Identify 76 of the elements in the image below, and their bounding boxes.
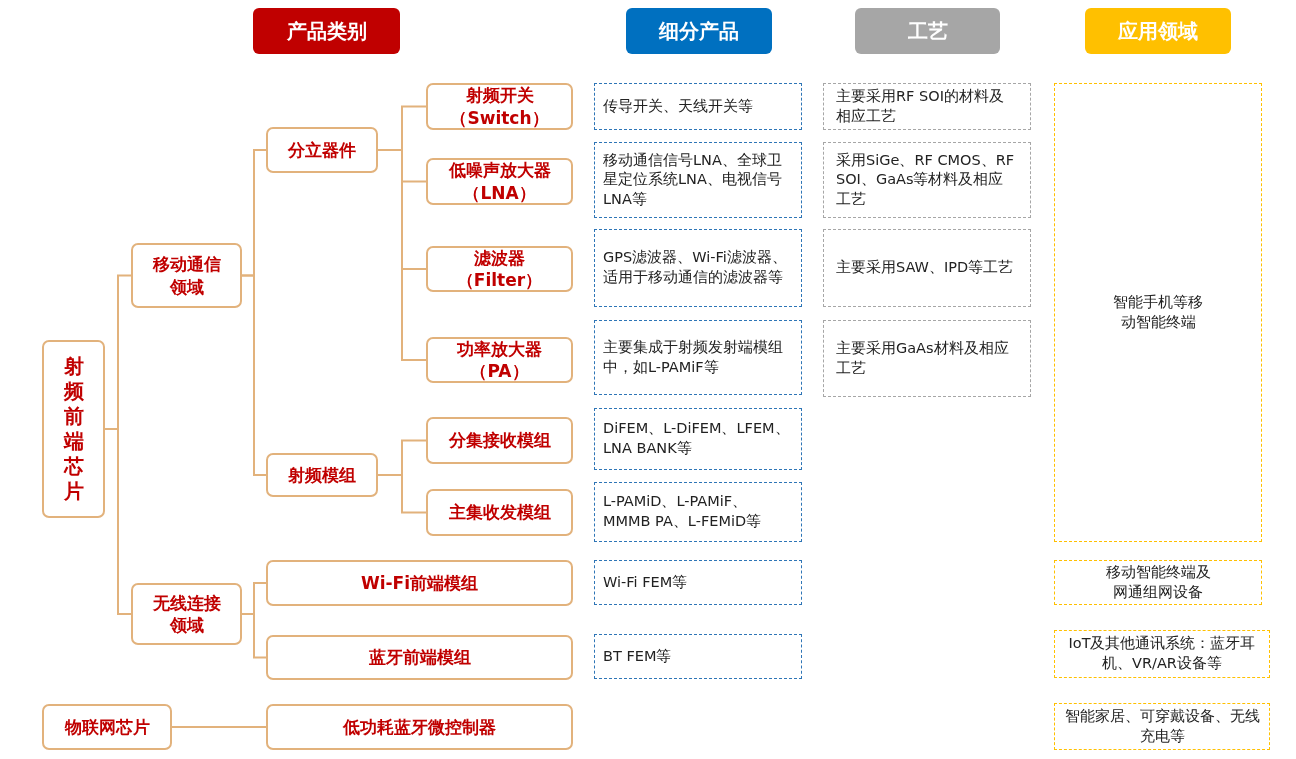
- node-label: 功率放大器（PA）: [456, 337, 543, 383]
- application-box: [1054, 560, 1262, 605]
- process-box: [823, 83, 1031, 130]
- category-box: [131, 243, 242, 308]
- category-box: [42, 340, 105, 518]
- category-box: [426, 337, 573, 383]
- application-box: [1054, 630, 1270, 678]
- category-box: [131, 583, 242, 645]
- node-label: 移动通信信号LNA、全球卫星定位系统LNA、电视信号LNA等: [603, 150, 783, 209]
- node-label: 蓝牙前端模组: [368, 646, 471, 669]
- node-label: IoT及其他通讯系统：蓝牙耳机、VR/AR设备等: [1067, 634, 1257, 673]
- node-label: 移动智能终端及网通组网设备: [1104, 562, 1212, 602]
- node-label: DiFEM、L-DiFEM、LFEM、LNA BANK等: [603, 419, 791, 458]
- node-label: L-PAMiD、L-PAMiF、MMMB PA、L-FEMiD等: [603, 492, 763, 531]
- category-box: [426, 158, 573, 205]
- category-box: [426, 489, 573, 536]
- product-box: [594, 83, 802, 130]
- node-label: 采用SiGe、RF CMOS、RF SOI、GaAs等材料及相应工艺: [836, 150, 1016, 209]
- product-box: [594, 482, 802, 542]
- category-box: [426, 83, 573, 130]
- column-header: [253, 8, 400, 54]
- node-label: 主要采用SAW、IPD等工艺: [836, 258, 1014, 278]
- column-header: [855, 8, 1000, 54]
- node-label: 分立器件: [288, 138, 356, 162]
- category-box: [266, 453, 378, 497]
- category-box: [266, 127, 378, 173]
- node-label: 智能家居、可穿戴设备、无线充电等: [1063, 706, 1261, 746]
- node-label: 工艺: [907, 17, 948, 45]
- tree-connector: [241, 274, 267, 476]
- product-box: [594, 320, 802, 395]
- category-box: [266, 704, 573, 750]
- node-label: Wi-Fi FEM等: [603, 572, 688, 592]
- product-box: [594, 408, 802, 470]
- node-label: 智能手机等移动智能终端: [1112, 292, 1204, 332]
- node-label: 无线连接领域: [151, 591, 222, 637]
- process-box: [823, 320, 1031, 397]
- category-box: [266, 560, 573, 606]
- category-box: [426, 246, 573, 292]
- process-box: [823, 229, 1031, 307]
- node-label: 主集收发模组: [448, 501, 551, 524]
- node-label: 主要集成于射频发射端模组中，如L-PAMiF等: [603, 337, 784, 377]
- product-box: [594, 634, 802, 679]
- application-box: [1054, 703, 1270, 750]
- node-label: 低功耗蓝牙微控制器: [343, 715, 496, 739]
- node-label: 物联网芯片: [64, 715, 150, 739]
- category-box: [426, 417, 573, 464]
- node-label: 主要采用RF SOI的材料及相应工艺: [836, 86, 1005, 126]
- product-box: [594, 229, 802, 307]
- node-label: 分集接收模组: [448, 429, 551, 452]
- column-header: [1085, 8, 1231, 54]
- column-header: [626, 8, 772, 54]
- tree-connector: [377, 474, 427, 514]
- application-box: [1054, 83, 1262, 542]
- product-box: [594, 142, 802, 218]
- node-label: 射频开关（Switch）: [449, 84, 550, 129]
- tree-connector: [171, 726, 267, 728]
- category-box: [42, 704, 172, 750]
- node-label: 移动通信领域: [151, 253, 222, 298]
- process-box: [823, 142, 1031, 218]
- node-label: Wi-Fi前端模组: [360, 571, 479, 595]
- node-label: 细分产品: [659, 17, 739, 45]
- category-box: [266, 635, 573, 680]
- node-label: 应用领域: [1118, 17, 1198, 45]
- tree-connector: [377, 149, 427, 361]
- node-label: 射频模组: [288, 463, 356, 487]
- node-label: BT FEM等: [603, 646, 672, 666]
- product-box: [594, 560, 802, 605]
- node-label: 传导开关、天线开关等: [603, 96, 753, 116]
- node-label: 滤波器（Filter）: [455, 246, 544, 292]
- tree-connector: [241, 613, 267, 659]
- node-label: 低噪声放大器（LNA）: [447, 159, 552, 204]
- node-label: 射频前端芯片: [63, 354, 84, 504]
- node-label: 主要采用GaAs材料及相应工艺: [836, 338, 1010, 378]
- node-label: GPS滤波器、Wi-Fi滤波器、适用于移动通信的滤波器等: [603, 248, 788, 287]
- tree-connector: [104, 428, 132, 615]
- node-label: 产品类别: [286, 17, 367, 45]
